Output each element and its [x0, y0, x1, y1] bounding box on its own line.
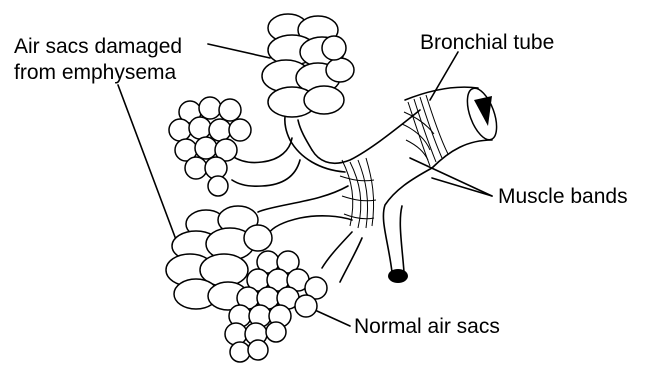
label-normal-air-sacs: Normal air sacs [354, 314, 500, 340]
leader-muscle-band-2 [432, 178, 492, 196]
branch-to-lower-b [340, 238, 362, 282]
leader-muscle-band-1 [410, 158, 492, 196]
branch-to-top-a [298, 120, 312, 150]
label-bronchial-tube: Bronchial tube [420, 30, 554, 56]
label-muscle-bands: Muscle bands [498, 184, 628, 210]
branch-to-left-b [232, 160, 300, 186]
branch-main-lower [383, 168, 432, 272]
branch-to-mid-b [268, 216, 352, 234]
bronchial-tube [340, 85, 503, 283]
damaged-sac-cluster-top [262, 14, 354, 117]
leader-bronchial-tube [430, 52, 458, 100]
branch-to-lower-a [322, 232, 352, 268]
branch-end-opening [388, 269, 408, 283]
leader-damaged-top [208, 44, 270, 58]
branch-small-right [400, 206, 404, 272]
leader-damaged-lower [118, 85, 178, 245]
label-damaged-line2: from emphysema [14, 60, 176, 86]
label-damaged-line1: Air sacs damaged [14, 34, 182, 60]
branch-main-upper [312, 110, 420, 163]
branch-to-mid-a [258, 186, 348, 212]
tube-outline-lower [432, 140, 492, 168]
left-sac-cluster [169, 97, 251, 196]
